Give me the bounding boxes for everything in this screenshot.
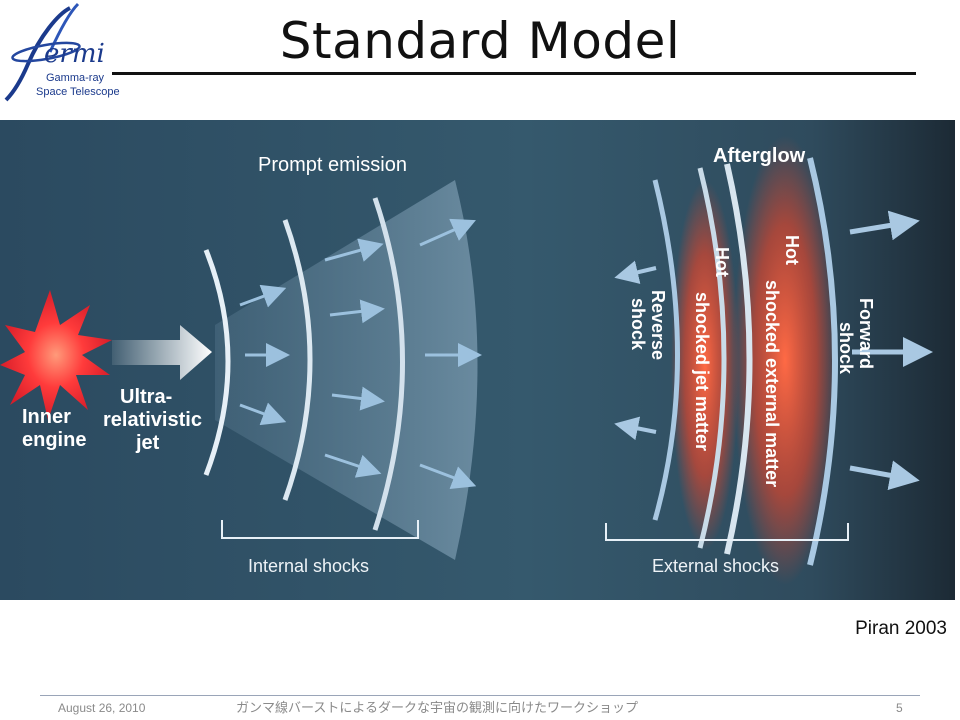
logo-wordmark: ermi <box>44 39 105 69</box>
svg-text:Hot: Hot <box>712 247 732 277</box>
slide-title: Standard Model <box>279 12 681 70</box>
fermi-logo: ermi Gamma-ray Space Telescope <box>4 2 120 102</box>
forward-arrows <box>849 210 933 491</box>
label-afterglow: Afterglow <box>713 145 806 167</box>
shell-2 <box>282 219 313 501</box>
label-internal-shocks: Internal shocks <box>248 556 369 576</box>
reverse-shock-front <box>652 179 680 521</box>
svg-text:shocked external matter: shocked external matter <box>762 280 782 487</box>
footer-divider <box>40 695 920 696</box>
credit-citation: Piran 2003 <box>855 618 947 639</box>
label-external-shocks: External shocks <box>652 556 779 576</box>
label-inner-engine-2: engine <box>22 429 86 451</box>
contact-surface-2 <box>724 163 753 555</box>
title-underline <box>112 72 916 75</box>
contact-surface-1 <box>697 167 727 549</box>
label-prompt-emission: Prompt emission <box>258 154 407 176</box>
label-jet-2: relativistic <box>103 409 202 431</box>
shell-3 <box>372 197 405 531</box>
footer-event: ガンマ線バーストによるダークな宇宙の観測に向けたワークショップ <box>236 700 638 715</box>
jet-matter-glow <box>671 180 739 550</box>
hot-jet-label: Hot shocked jet matter <box>692 247 732 451</box>
forward-shock-label: Forward shock <box>836 298 876 375</box>
page-number: 5 <box>896 701 903 715</box>
hot-external-label: Hot shocked external matter <box>762 235 802 487</box>
svg-text:Hot: Hot <box>782 235 802 265</box>
svg-text:shocked jet matter: shocked jet matter <box>692 292 712 451</box>
reverse-shock-label: Reverse shock <box>628 290 668 360</box>
inner-engine-burst <box>0 290 112 420</box>
label-jet-1: Ultra- <box>120 386 172 408</box>
external-matter-glow <box>733 135 837 585</box>
svg-text:shock: shock <box>836 322 856 375</box>
jet-arrow <box>112 325 212 380</box>
footer-date: August 26, 2010 <box>58 701 146 715</box>
logo-line-2: Space Telescope <box>36 86 120 98</box>
logo-line-1: Gamma-ray <box>46 72 105 84</box>
internal-shocks-bracket <box>221 520 419 539</box>
svg-text:shock: shock <box>628 298 648 351</box>
shell-1 <box>203 249 231 476</box>
grb-diagram: Prompt emission Inner engine Ultra- rela… <box>0 120 955 600</box>
external-shocks-bracket <box>605 523 849 541</box>
label-inner-engine-1: Inner <box>22 406 71 428</box>
internal-arrows <box>239 218 482 489</box>
label-jet-3: jet <box>135 432 160 454</box>
emission-cone <box>215 180 478 560</box>
reverse-arrows <box>614 260 657 441</box>
svg-text:Reverse: Reverse <box>648 290 668 360</box>
forward-shock-front <box>807 157 838 566</box>
svg-text:Forward: Forward <box>856 298 876 369</box>
